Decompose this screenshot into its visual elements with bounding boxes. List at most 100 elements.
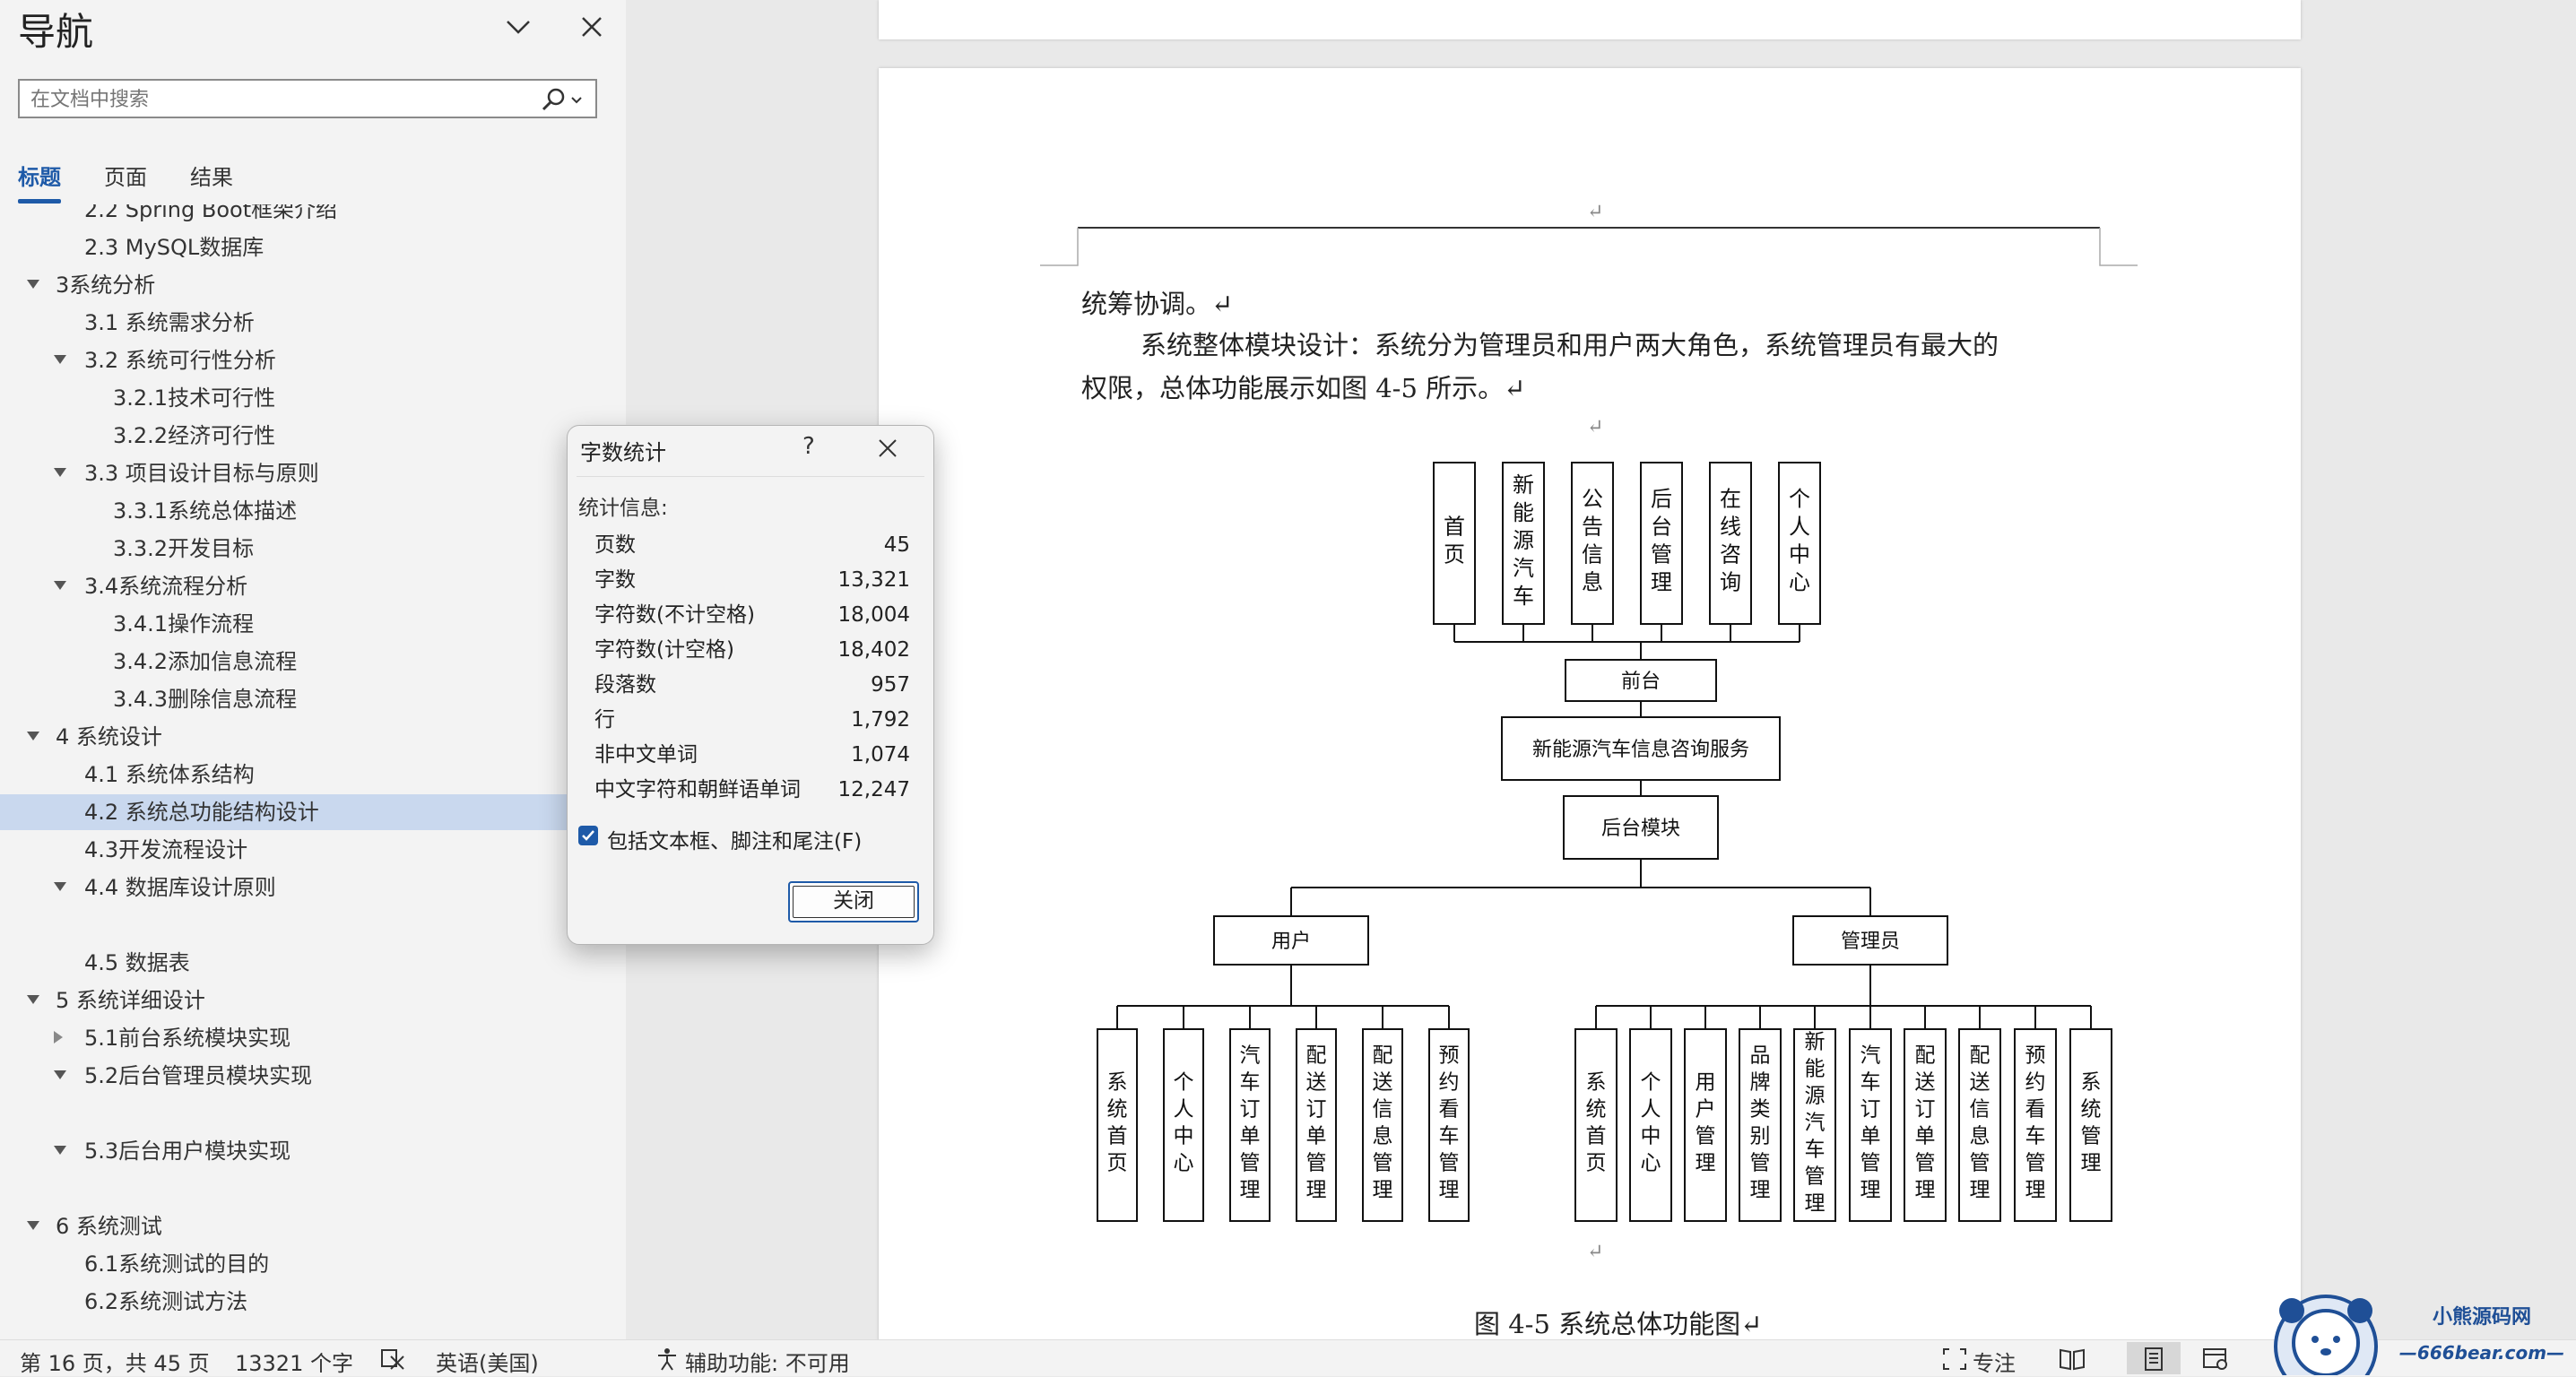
nav-heading-item[interactable]: 3.2.1技术可行性 — [0, 380, 574, 416]
diagram-label: 后台模块 — [1601, 818, 1680, 840]
stat-row: 字符数(不计空格)18,004 — [594, 598, 910, 632]
collapse-arrow-icon[interactable] — [54, 1070, 66, 1079]
nav-heading-item[interactable]: 4.1 系统体系结构 — [0, 757, 574, 792]
nav-heading-label: 3.2 系统可行性分析 — [84, 348, 276, 373]
nav-heading-item[interactable]: 3.1 系统需求分析 — [0, 305, 574, 341]
collapse-arrow-icon[interactable] — [27, 1221, 39, 1230]
statistics-label: 统计信息: — [578, 497, 668, 520]
nav-heading-item[interactable]: 2.2 Spring Boot框架介绍 — [0, 204, 574, 228]
nav-heading-item[interactable]: 5.2后台管理员模块实现 — [0, 1058, 574, 1094]
nav-heading-item[interactable]: 4 系统设计 — [0, 719, 574, 755]
nav-heading-label: 4.3开发流程设计 — [84, 837, 248, 862]
diagram-box — [1571, 462, 1614, 625]
collapse-arrow-icon[interactable] — [54, 355, 66, 364]
nav-heading-label: 4.5 数据表 — [84, 950, 190, 975]
diagram-label: 新能源汽车信息咨询服务 — [1532, 739, 1749, 761]
paragraph-mark: ↵ — [1587, 416, 1604, 438]
nav-heading-item[interactable]: 3.4.3删除信息流程 — [0, 681, 574, 717]
diagram-box — [1640, 462, 1683, 625]
collapse-arrow-icon[interactable] — [54, 1146, 66, 1155]
diagram-box — [1778, 462, 1821, 625]
nav-heading-label: 3.3.2开发目标 — [113, 536, 255, 561]
diagram-label: 前台 — [1621, 671, 1661, 693]
nav-heading-item[interactable]: 3.3 项目设计目标与原则 — [0, 455, 574, 491]
close-icon[interactable] — [876, 437, 899, 460]
chevron-down-icon[interactable] — [500, 9, 536, 45]
nav-heading-item[interactable]: 4.2 系统总功能结构设计 — [0, 794, 574, 830]
nav-heading-item[interactable]: 5.1前台系统模块实现 — [0, 1020, 574, 1056]
nav-heading-item[interactable]: 3系统分析 — [0, 267, 574, 303]
proofing-icon[interactable] — [380, 1347, 405, 1371]
nav-heading-label: 6 系统测试 — [56, 1214, 162, 1239]
diagram-vertical-label: 系统管理 — [2081, 1071, 2102, 1175]
include-textboxes-checkbox[interactable] — [578, 826, 598, 845]
focus-icon[interactable] — [1942, 1347, 1967, 1371]
tab-pages[interactable]: 页面 — [104, 165, 147, 190]
collapse-arrow-icon[interactable] — [27, 995, 39, 1004]
nav-heading-item[interactable]: 6.1系统测试的目的 — [0, 1246, 574, 1282]
function-structure-diagram[interactable]: 首页新能源汽车公告信息后台管理在线咨询个人中心前台新能源汽车信息咨询服务后台模块… — [879, 68, 2301, 1341]
nav-heading-item[interactable] — [0, 1096, 574, 1131]
nav-heading-item[interactable]: 3.4.2添加信息流程 — [0, 644, 574, 680]
page-count[interactable]: 第 16 页，共 45 页 — [20, 1351, 210, 1376]
stat-label: 字符数(计空格) — [594, 638, 734, 662]
nav-heading-item[interactable]: 3.2 系统可行性分析 — [0, 342, 574, 378]
accessibility-status[interactable]: 辅助功能: 不可用 — [685, 1351, 850, 1376]
nav-heading-item[interactable] — [0, 907, 574, 943]
diagram-box — [1792, 915, 1948, 966]
close-button[interactable]: 关闭 — [788, 881, 919, 922]
nav-heading-label: 3.4.3删除信息流程 — [113, 687, 298, 712]
nav-heading-item[interactable]: 6 系统测试 — [0, 1208, 574, 1244]
nav-heading-label: 5.3后台用户模块实现 — [84, 1139, 291, 1164]
previous-page — [879, 0, 2301, 39]
help-button[interactable]: ? — [802, 433, 815, 460]
accessibility-icon[interactable] — [655, 1347, 680, 1371]
nav-heading-item[interactable]: 4.4 数据库设计原则 — [0, 870, 574, 905]
diagram-box — [1163, 1028, 1204, 1222]
expand-arrow-icon[interactable] — [54, 1031, 63, 1044]
tab-headings[interactable]: 标题 — [18, 165, 61, 190]
nav-heading-item[interactable]: 3.3.1系统总体描述 — [0, 493, 574, 529]
nav-heading-item[interactable]: 6.2系统测试方法 — [0, 1284, 574, 1320]
collapse-arrow-icon[interactable] — [54, 882, 66, 891]
collapse-arrow-icon[interactable] — [54, 468, 66, 477]
nav-heading-item[interactable]: 3.2.2经济可行性 — [0, 418, 574, 454]
diagram-vertical-label: 预约看车管理 — [2025, 1044, 2046, 1202]
nav-heading-item[interactable]: 3.4系统流程分析 — [0, 568, 574, 604]
print-layout-button[interactable] — [2127, 1342, 2181, 1374]
nav-heading-item[interactable]: 4.5 数据表 — [0, 945, 574, 981]
diagram-box — [1574, 1028, 1618, 1222]
nav-heading-item[interactable]: 2.3 MySQL数据库 — [0, 230, 574, 265]
nav-heading-label: 4.1 系统体系结构 — [84, 762, 255, 787]
nav-heading-item[interactable]: 3.4.1操作流程 — [0, 606, 574, 642]
language-indicator[interactable]: 英语(美国) — [436, 1351, 539, 1376]
checkbox-label[interactable]: 包括文本框、脚注和尾注(F) — [607, 830, 863, 853]
nav-heading-item[interactable]: 3.3.2开发目标 — [0, 531, 574, 567]
tab-results[interactable]: 结果 — [190, 165, 233, 190]
stat-label: 非中文单词 — [594, 743, 698, 766]
nav-heading-item[interactable] — [0, 1171, 574, 1207]
word-count[interactable]: 13321 个字 — [235, 1351, 353, 1376]
read-mode-icon[interactable] — [2059, 1347, 2086, 1371]
nav-heading-label: 3.2.1技术可行性 — [113, 385, 276, 411]
watermark-logo: 小熊源码网 —666bear.com— — [2274, 1295, 2564, 1375]
nav-heading-item[interactable]: 5 系统详细设计 — [0, 983, 574, 1018]
search-input[interactable] — [29, 84, 534, 115]
collapse-arrow-icon[interactable] — [27, 732, 39, 740]
collapse-arrow-icon[interactable] — [54, 581, 66, 590]
nav-heading-label: 3.3 项目设计目标与原则 — [84, 461, 319, 486]
web-layout-icon[interactable] — [2202, 1347, 2229, 1371]
diagram-box — [1296, 1028, 1337, 1222]
nav-heading-item[interactable]: 4.3开发流程设计 — [0, 832, 574, 868]
close-icon[interactable] — [574, 9, 610, 45]
focus-mode-button[interactable]: 专注 — [1973, 1351, 2016, 1376]
search-icon[interactable] — [538, 86, 586, 113]
collapse-arrow-icon[interactable] — [27, 280, 39, 289]
active-tab-indicator — [18, 199, 61, 204]
header-paragraph-mark: ↵ — [1587, 201, 1604, 223]
diagram-box — [1904, 1028, 1947, 1222]
nav-heading-item[interactable]: 5.3后台用户模块实现 — [0, 1133, 574, 1169]
